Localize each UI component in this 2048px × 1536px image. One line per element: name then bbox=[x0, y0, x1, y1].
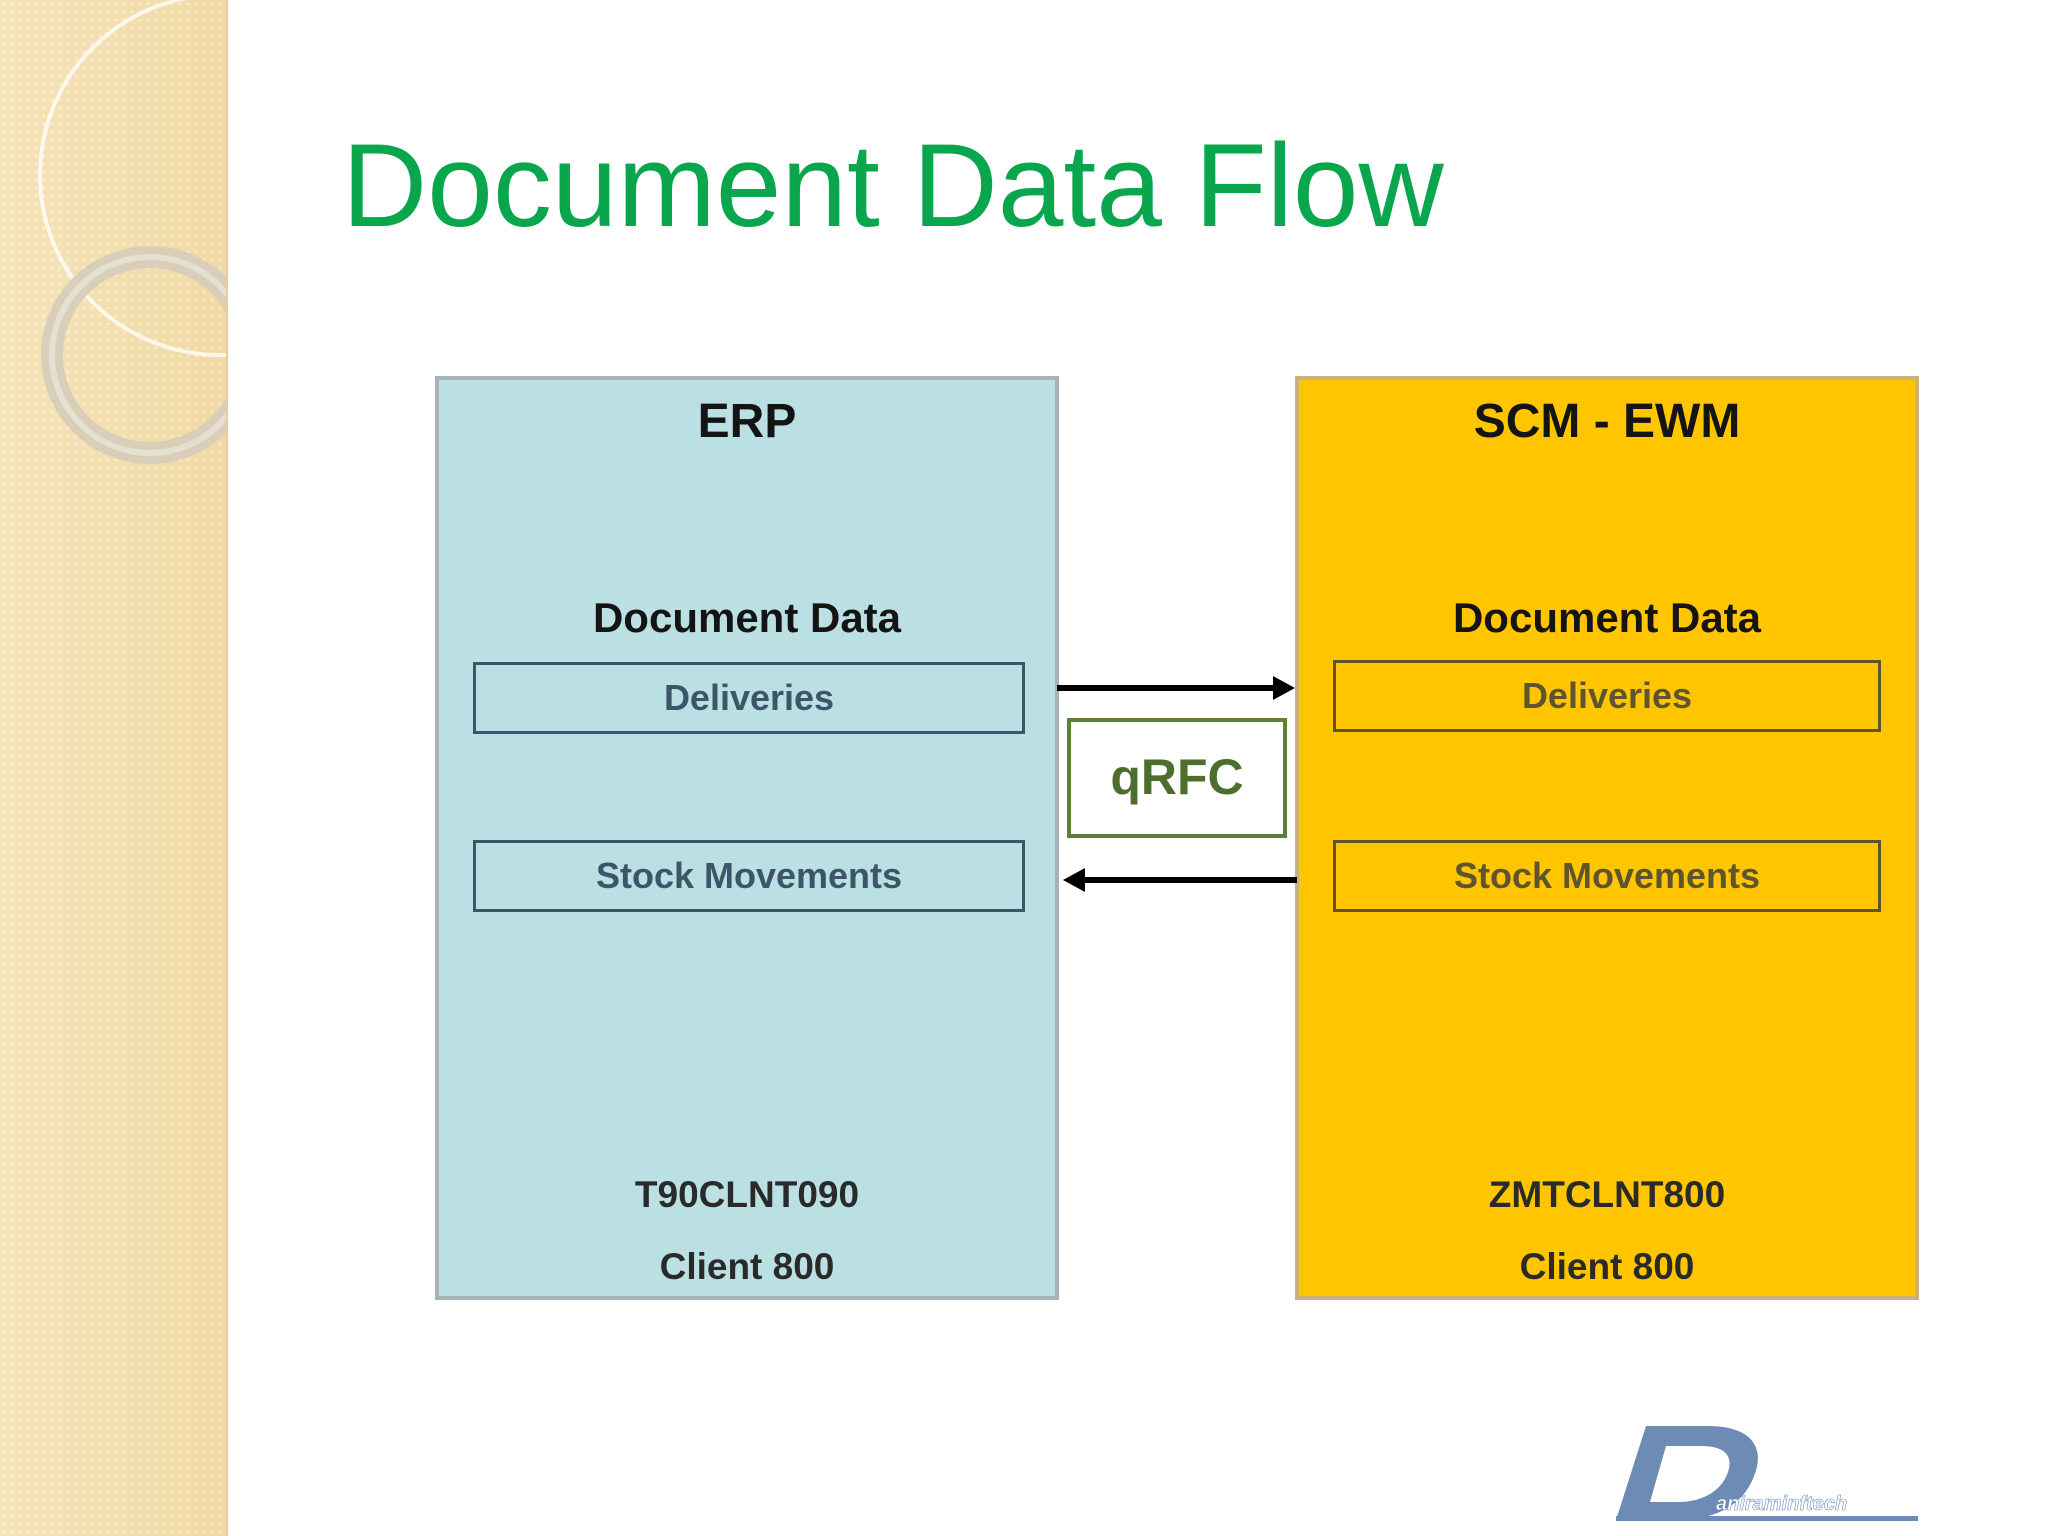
arrow-right-icon bbox=[1057, 676, 1295, 700]
erp-stock-movements-box: Stock Movements bbox=[473, 840, 1025, 912]
scm-ewm-panel: SCM - EWM Document Data Deliveries Stock… bbox=[1295, 376, 1919, 1300]
erp-system-id: T90CLNT090 bbox=[634, 1174, 860, 1215]
logo-text: aniraminftech bbox=[1716, 1493, 1847, 1515]
scm-client: Client 800 bbox=[1519, 1246, 1695, 1287]
flow-arrows bbox=[1057, 676, 1297, 892]
erp-panel: ERP Document Data Deliveries Stock Movem… bbox=[435, 376, 1059, 1300]
scm-document-data-heading: Document Data bbox=[1452, 594, 1762, 641]
sidebar-edge bbox=[226, 0, 228, 1536]
scm-heading: SCM - EWM bbox=[1473, 395, 1741, 448]
erp-client: Client 800 bbox=[659, 1246, 835, 1287]
company-logo: aniraminftech bbox=[1616, 1426, 1918, 1521]
erp-heading: ERP bbox=[697, 395, 797, 448]
erp-deliveries-box: Deliveries bbox=[473, 662, 1025, 734]
qrfc-box: qRFC bbox=[1067, 718, 1287, 838]
scm-deliveries-box: Deliveries bbox=[1333, 660, 1881, 732]
logo-d-icon bbox=[1616, 1426, 1758, 1520]
decorative-sidebar bbox=[0, 0, 228, 1536]
scm-system-id: ZMTCLNT800 bbox=[1488, 1174, 1726, 1215]
scm-stock-movements-box: Stock Movements bbox=[1333, 840, 1881, 912]
erp-document-data-heading: Document Data bbox=[592, 594, 902, 641]
slide-title: Document Data Flow bbox=[342, 120, 1444, 252]
decorative-rings bbox=[38, 0, 228, 464]
arrow-left-icon bbox=[1063, 868, 1297, 892]
